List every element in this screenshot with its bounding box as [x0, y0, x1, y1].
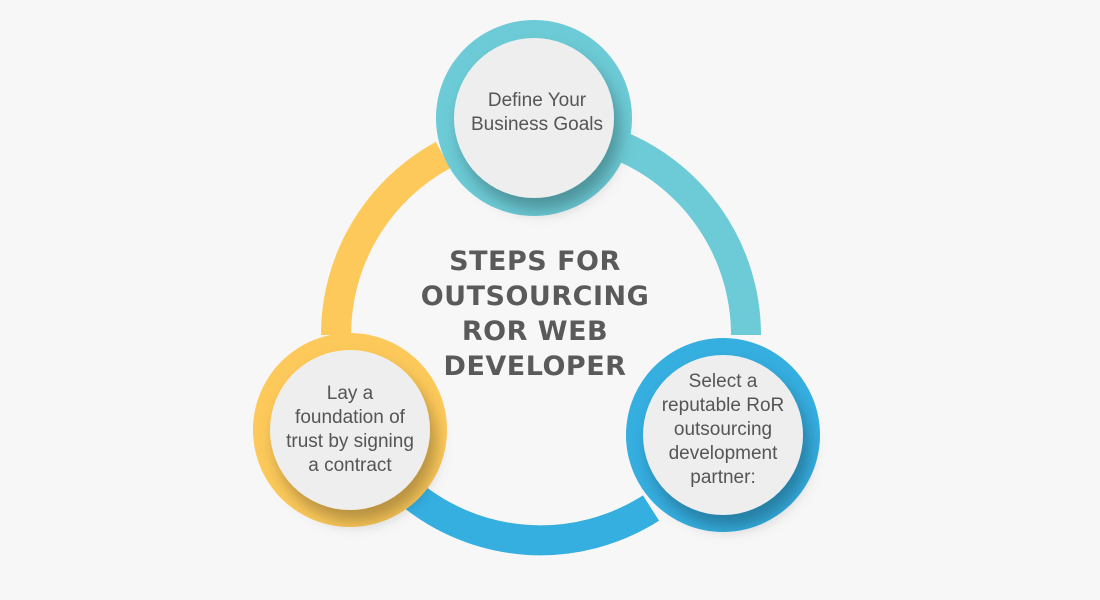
- step-1-line-2: Business Goals: [470, 114, 603, 135]
- title-line-3: ROR WEB: [461, 316, 609, 347]
- diagram-title: STEPS FOR OUTSOURCING ROR WEB DEVELOPER: [420, 244, 650, 384]
- step-node-3: [253, 333, 447, 527]
- title-line-2: OUTSOURCING: [420, 281, 650, 312]
- step-3-line-2: foundation of: [295, 407, 405, 428]
- title-line-1: STEPS FOR: [449, 246, 621, 277]
- step-3-line-1: Lay a: [326, 383, 374, 404]
- step-2-line-2: reputable RoR: [661, 395, 785, 416]
- step-3-line-4: a contract: [308, 455, 392, 476]
- arc-yellow: [321, 141, 451, 336]
- step-3-text: Lay a foundation of trust by signing a c…: [260, 375, 440, 485]
- step-1-line-1: Define Your: [487, 90, 587, 111]
- step-2-line-4: development: [668, 443, 778, 464]
- title-line-4: DEVELOPER: [443, 351, 627, 382]
- step-1-text: Define Your Business Goals: [442, 65, 632, 161]
- step-2-line-1: Select a: [688, 371, 758, 392]
- arc-blue: [396, 478, 660, 556]
- step-node-2: [626, 338, 820, 532]
- step-3-line-3: trust by signing: [286, 431, 414, 452]
- arc-teal: [607, 128, 761, 336]
- step-2-line-3: outsourcing: [673, 419, 773, 440]
- step-node-1: [436, 20, 632, 216]
- step-2-line-5: partner:: [690, 467, 756, 488]
- step-2-text: Select a reputable RoR outsourcing devel…: [638, 365, 808, 495]
